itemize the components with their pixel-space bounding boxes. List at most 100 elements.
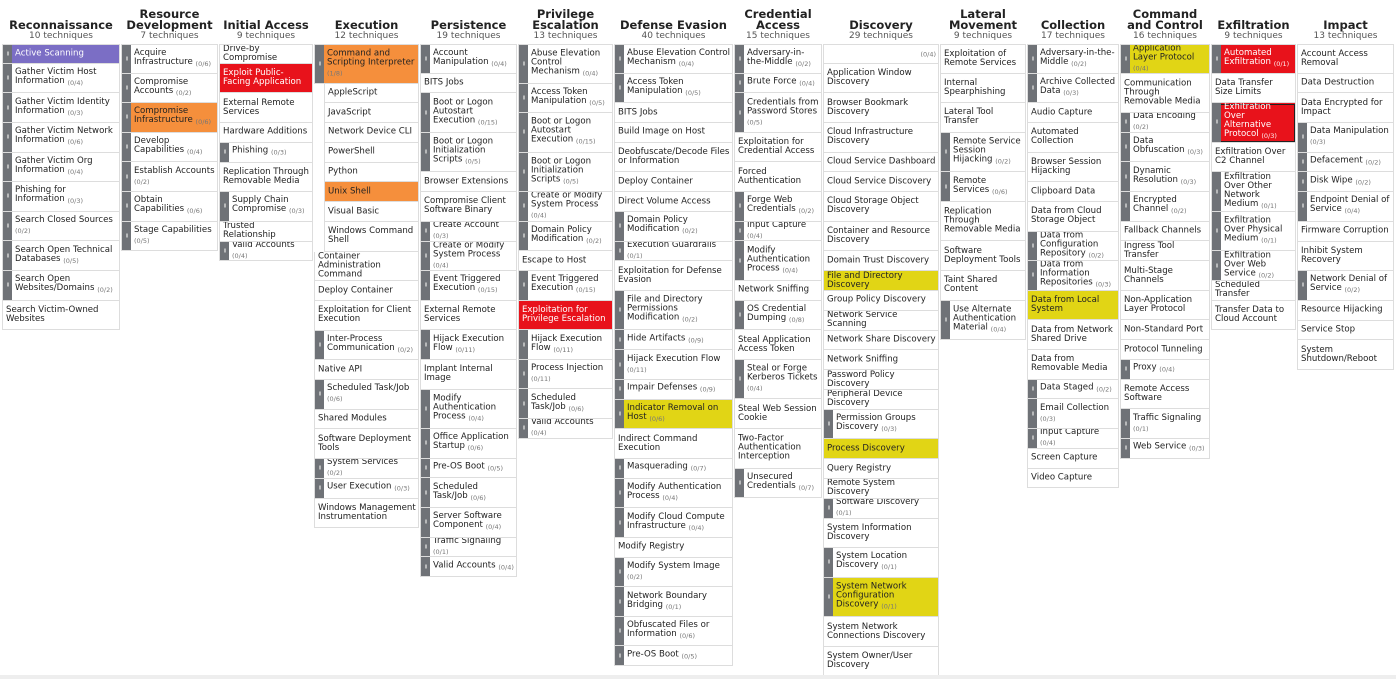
expand-subtechniques-handle[interactable]: ıı xyxy=(421,132,430,172)
expand-subtechniques-handle[interactable]: ıı xyxy=(519,359,528,389)
technique-cell[interactable]: Peripheral Device Discovery xyxy=(823,389,939,410)
expand-subtechniques-handle[interactable]: ıı xyxy=(122,162,131,191)
technique-cell[interactable]: Shared Modules xyxy=(314,409,419,430)
expand-subtechniques-handle[interactable]: ıı xyxy=(615,399,624,429)
technique-cell[interactable]: File and Directory Discovery xyxy=(823,271,939,291)
technique-cell[interactable]: Exfiltration Over C2 Channel xyxy=(1211,142,1296,173)
technique-cell[interactable]: Native API xyxy=(314,360,419,381)
expand-subtechniques-handle[interactable]: ıı xyxy=(421,93,430,132)
technique-cell[interactable]: Unix Shell xyxy=(324,182,419,203)
expand-subtechniques-handle[interactable]: ıı xyxy=(615,557,624,587)
expand-subtechniques-handle[interactable]: ıı xyxy=(615,616,624,646)
expand-subtechniques-handle[interactable]: ıı xyxy=(941,132,950,172)
technique-cell[interactable]: Escape to Host xyxy=(518,251,613,272)
technique-cell[interactable]: System Network Connections Discovery xyxy=(823,617,939,647)
technique-cell[interactable]: Data from Network Shared Drive xyxy=(1027,320,1119,350)
expand-subtechniques-handle[interactable]: ıı xyxy=(519,221,528,251)
technique-cell[interactable]: Implant Internal Image xyxy=(420,359,517,390)
expand-subtechniques-handle[interactable]: ıı xyxy=(220,192,229,221)
technique-cell[interactable]: Replication Through Removable Media xyxy=(940,201,1026,242)
expand-subtechniques-handle[interactable]: ıı xyxy=(615,45,624,73)
technique-cell[interactable]: Network Sniffing xyxy=(734,280,822,301)
expand-subtechniques-handle[interactable]: ıı xyxy=(3,122,12,152)
technique-cell[interactable]: Replication Through Removable Media xyxy=(219,162,313,193)
technique-cell[interactable]: Data from Cloud Storage Object xyxy=(1027,201,1119,232)
expand-subtechniques-handle[interactable]: ıı xyxy=(315,330,324,360)
expand-subtechniques-handle[interactable]: ıı xyxy=(1121,192,1130,221)
technique-cell[interactable]: Software Deployment Tools xyxy=(314,429,419,460)
expand-subtechniques-handle[interactable]: ıı xyxy=(519,192,528,221)
expand-subtechniques-handle[interactable]: ıı xyxy=(615,211,624,241)
technique-cell[interactable]: Visual Basic xyxy=(324,202,419,223)
technique-cell[interactable]: Browser Bookmark Discovery xyxy=(823,93,939,123)
technique-cell[interactable]: Scheduled Transfer xyxy=(1211,280,1296,301)
technique-cell[interactable]: AppleScript xyxy=(324,83,419,104)
technique-cell[interactable]: Lateral Tool Transfer xyxy=(940,103,1026,133)
technique-cell[interactable]: Deploy Container xyxy=(614,172,733,193)
technique-cell[interactable]: Resource Hijacking xyxy=(1297,300,1394,321)
technique-cell[interactable]: Data Transfer Size Limits xyxy=(1211,73,1296,104)
technique-cell[interactable]: System Information Discovery xyxy=(823,518,939,549)
expand-subtechniques-handle[interactable]: ıı xyxy=(315,459,324,478)
technique-cell[interactable]: Forced Authentication xyxy=(734,162,822,193)
technique-cell[interactable]: Windows Command Shell xyxy=(324,222,419,252)
technique-cell[interactable]: Internal Spearphishing xyxy=(940,73,1026,104)
technique-cell[interactable]: System Shutdown/Reboot xyxy=(1297,340,1394,370)
expand-subtechniques-handle[interactable]: ıı xyxy=(941,172,950,201)
technique-cell[interactable]: Steal Application Access Token xyxy=(734,330,822,360)
technique-cell[interactable]: Multi-Stage Channels xyxy=(1120,261,1210,291)
expand-subtechniques-handle[interactable]: ıı xyxy=(615,73,624,103)
expand-subtechniques-handle[interactable]: ıı xyxy=(1028,231,1037,261)
technique-cell[interactable]: Transfer Data to Cloud Account xyxy=(1211,300,1296,331)
expand-subtechniques-handle[interactable]: ıı xyxy=(1212,211,1221,251)
technique-cell[interactable]: BITS Jobs xyxy=(614,103,733,123)
expand-subtechniques-handle[interactable]: ıı xyxy=(615,241,624,261)
technique-cell[interactable]: Service Stop xyxy=(1297,320,1394,341)
expand-subtechniques-handle[interactable]: ıı xyxy=(1028,261,1037,290)
technique-cell[interactable]: Network Device CLI xyxy=(324,123,419,143)
technique-cell[interactable]: External Remote Services xyxy=(420,300,517,331)
expand-subtechniques-handle[interactable]: ıı xyxy=(421,241,430,271)
expand-subtechniques-handle[interactable]: ıı xyxy=(1121,360,1130,379)
expand-subtechniques-handle[interactable]: ıı xyxy=(615,290,624,330)
expand-subtechniques-handle[interactable]: ıı xyxy=(1121,132,1130,162)
expand-subtechniques-handle[interactable]: ıı xyxy=(735,468,744,498)
technique-cell[interactable]: Modify Registry xyxy=(614,537,733,558)
